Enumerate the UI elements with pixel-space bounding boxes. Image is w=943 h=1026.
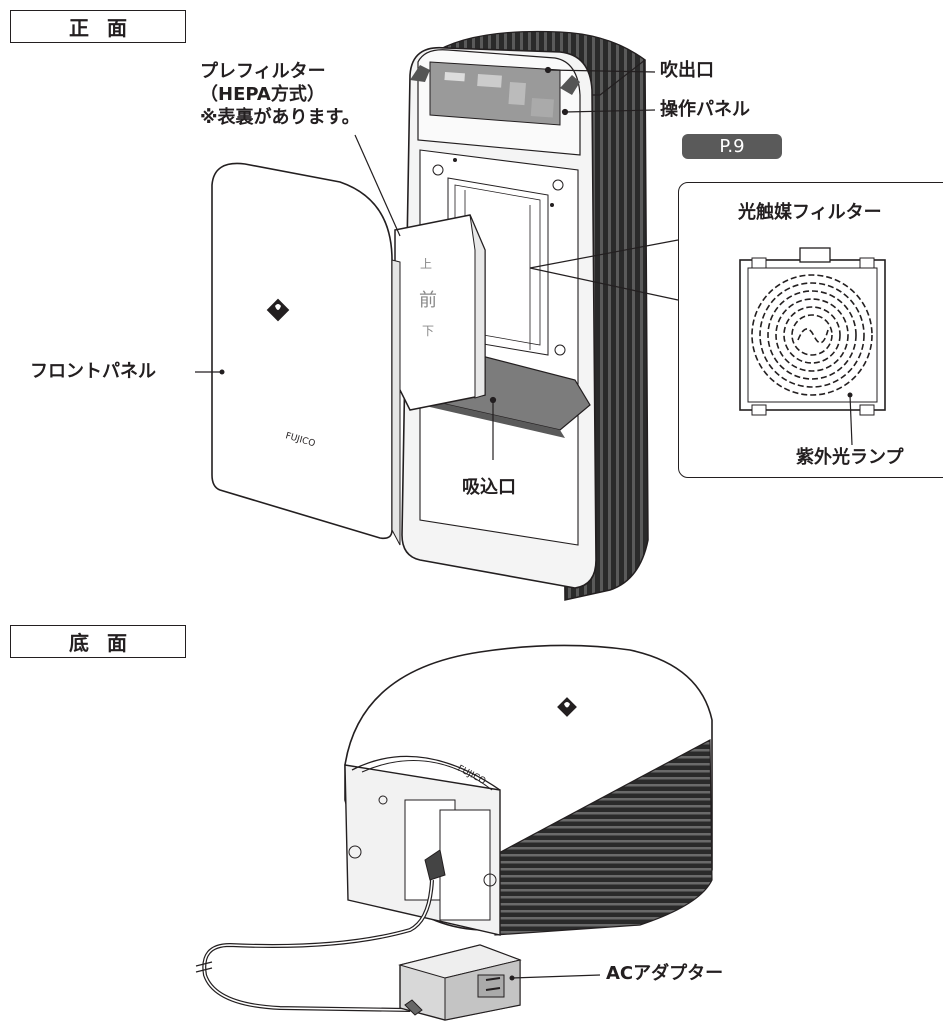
unit-bottom-view xyxy=(344,644,713,936)
label-prefilter-line2: （HEPA方式） xyxy=(200,84,325,105)
leader-line-ac-adapter xyxy=(511,974,601,979)
leader-lines-front xyxy=(195,66,679,460)
photocatalyst-filter xyxy=(739,247,886,446)
label-inlet: 吸込口 xyxy=(462,477,516,498)
section-header-front: 正面 xyxy=(10,10,186,43)
label-front-panel: フロントパネル xyxy=(30,361,156,382)
page-reference-badge: P.9 xyxy=(682,134,782,159)
filter-mark-bottom: 下 xyxy=(422,324,434,338)
label-control-panel: 操作パネル xyxy=(660,99,750,120)
cord-break-mark xyxy=(195,961,213,973)
prefilter-hepa xyxy=(394,214,486,411)
filter-mark-front: 前 xyxy=(419,290,437,311)
label-outlet: 吹出口 xyxy=(660,60,714,81)
front-panel xyxy=(211,162,401,546)
uv-lamp-coil xyxy=(751,274,873,396)
label-prefilter: プレフィルター （HEPA方式） ※表裏があります。 xyxy=(200,60,360,129)
label-uv-lamp: 紫外光ランプ xyxy=(796,447,904,468)
label-photocatalyst-filter: 光触媒フィルター xyxy=(738,202,882,223)
label-ac-adapter: ACアダプター xyxy=(606,963,724,984)
section-header-bottom: 底面 xyxy=(10,625,186,658)
filter-mark-top: 上 xyxy=(420,257,432,271)
label-prefilter-line3: ※表裏があります。 xyxy=(200,107,360,128)
ac-adapter xyxy=(398,944,522,1021)
label-prefilter-line1: プレフィルター xyxy=(200,61,326,82)
